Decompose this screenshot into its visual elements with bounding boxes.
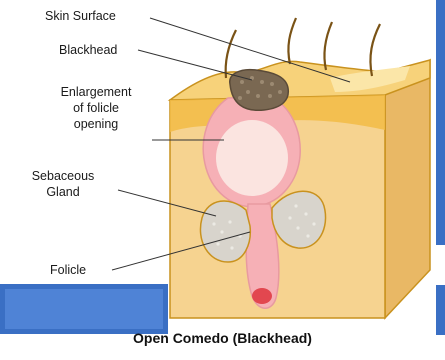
hair-1 bbox=[226, 30, 236, 78]
label-enlargement: Enlargement of folicle opening bbox=[36, 84, 156, 132]
label-enlargement-line2: of folicle bbox=[36, 100, 156, 116]
label-blackhead: Blackhead bbox=[59, 42, 117, 58]
hair-bulb bbox=[252, 288, 272, 304]
label-skin-surface: Skin Surface bbox=[45, 8, 116, 24]
hair-2 bbox=[288, 18, 296, 64]
label-sebaceous-line1: Sebaceous bbox=[8, 168, 118, 184]
diagram-caption: Open Comedo (Blackhead) bbox=[0, 330, 445, 346]
label-enlargement-line3: opening bbox=[36, 116, 156, 132]
sebaceous-gland-left bbox=[200, 201, 250, 262]
frame-bar-left-inner bbox=[5, 289, 163, 329]
hair-3 bbox=[324, 22, 332, 70]
hair-4 bbox=[370, 24, 380, 76]
skin-side-face bbox=[385, 60, 430, 318]
frame-bar-right bbox=[436, 0, 445, 245]
label-sebaceous-gland: Sebaceous Gland bbox=[8, 168, 118, 200]
label-enlargement-line1: Enlargement bbox=[36, 84, 156, 100]
follicle-core bbox=[216, 120, 288, 196]
label-folicle: Folicle bbox=[50, 262, 86, 278]
leader-blackhead bbox=[138, 50, 252, 80]
frame-bar-right-low bbox=[436, 285, 445, 335]
label-sebaceous-line2: Gland bbox=[8, 184, 118, 200]
blackhead-plug bbox=[230, 70, 289, 111]
